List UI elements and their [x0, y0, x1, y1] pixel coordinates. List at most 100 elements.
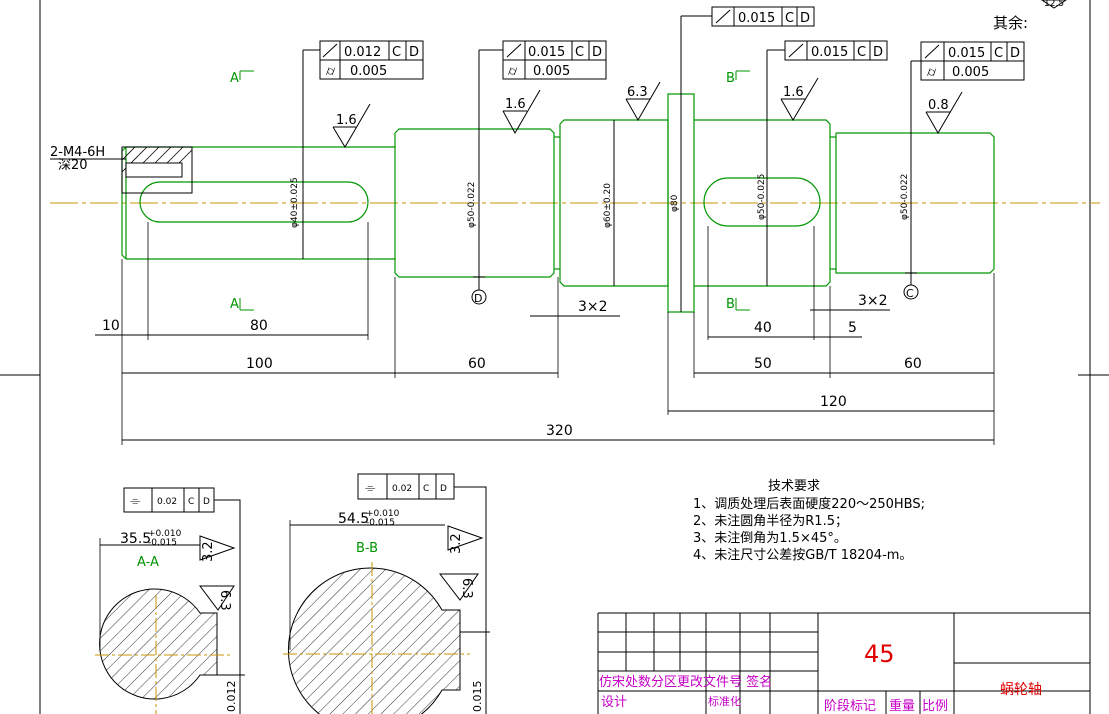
title-block	[597, 612, 1090, 714]
section-b-b: ⌯ 0.02 C D 54.5 +0.010 -0.015 B-B 0.015 …	[283, 473, 490, 714]
svg-text:-0.015: -0.015	[366, 518, 395, 528]
svg-text:54.5: 54.5	[338, 511, 369, 527]
svg-text:0.02: 0.02	[157, 497, 177, 507]
svg-text:0.02: 0.02	[392, 484, 412, 494]
thread-note-line2: 深20	[58, 158, 88, 173]
svg-text:C: C	[857, 45, 866, 60]
dim-120: 120	[820, 394, 847, 410]
svg-text:0.015: 0.015	[811, 45, 848, 60]
tech-title: 技术要求	[768, 479, 820, 494]
section-mark-b-bottom: B	[726, 297, 750, 312]
svg-text:12.5: 12.5	[1044, 0, 1064, 9]
svg-text:C: C	[392, 45, 401, 60]
svg-text:B: B	[726, 71, 735, 86]
datum-d: D	[471, 276, 487, 305]
dim-100: 100	[246, 356, 273, 372]
diameter-label: φ50-0.022	[467, 182, 477, 228]
svg-text:C: C	[423, 484, 429, 494]
svg-text:A: A	[230, 71, 239, 86]
svg-text:⌭: ⌭	[927, 65, 937, 80]
tech-item: 1、调质处理后表面硬度220～250HBS;	[693, 496, 925, 512]
svg-text:B-B: B-B	[356, 541, 378, 556]
svg-text:0.005: 0.005	[533, 64, 570, 79]
svg-text:0.012: 0.012	[225, 681, 238, 713]
svg-text:-0.015: -0.015	[148, 538, 177, 548]
section-a-a: ⌯ 0.02 C D 35.5 +0.010 -0.015 A-A 0.012 …	[95, 487, 245, 714]
svg-text:⌭: ⌭	[508, 64, 518, 79]
svg-text:6.3: 6.3	[217, 590, 232, 611]
svg-text:0.015: 0.015	[948, 46, 985, 61]
dim-chamfer2: 3×2	[858, 293, 888, 309]
diameter-dim-lines	[302, 94, 912, 312]
part-name: 蜗轮轴	[1000, 682, 1042, 698]
svg-text:0.005: 0.005	[952, 65, 989, 80]
svg-text:A: A	[230, 297, 239, 312]
roughness-symbol: 1.6	[780, 77, 819, 121]
weight-label: 重量	[889, 698, 915, 714]
tech-requirements: 技术要求 1、调质处理后表面硬度220～250HBS; 2、未注圆角半径为R1.…	[693, 479, 925, 563]
svg-text:D: D	[474, 292, 482, 305]
roughness-symbol: 0.8	[925, 91, 963, 134]
svg-text:35.5: 35.5	[120, 531, 151, 547]
dim-10: 10	[102, 318, 120, 334]
dimension-lines	[95, 309, 994, 441]
svg-text:⌯: ⌯	[365, 481, 376, 496]
svg-text:C: C	[785, 11, 794, 26]
tech-item: 4、未注尺寸公差按GB/T 18204-m。	[693, 548, 912, 563]
svg-text:B: B	[726, 297, 735, 312]
scale-label: 比例	[922, 699, 948, 714]
svg-text:D: D	[873, 45, 883, 60]
standard-label: 标准化	[708, 694, 741, 708]
title-block-header: 仿宋处数分区更改文件号 签名	[599, 674, 772, 690]
svg-text:C: C	[188, 497, 194, 507]
dim-40: 40	[754, 320, 772, 336]
svg-text:6.3: 6.3	[627, 85, 648, 100]
svg-text:D: D	[592, 45, 602, 60]
svg-text:1.6: 1.6	[783, 85, 804, 100]
svg-text:0.8: 0.8	[928, 98, 949, 113]
diameter-label: φ50-0.022	[900, 174, 910, 220]
svg-text:D: D	[800, 11, 810, 26]
shaft-outline	[121, 93, 995, 313]
svg-text:C: C	[906, 287, 914, 300]
diameter-label: φ60±0.20	[603, 183, 613, 228]
design-label: 设计	[601, 695, 627, 710]
svg-text:A-A: A-A	[137, 555, 159, 570]
svg-text:D: D	[440, 484, 447, 494]
svg-text:3.2: 3.2	[449, 533, 464, 554]
roughness-symbol: 1.6	[332, 103, 371, 148]
svg-text:C: C	[575, 45, 584, 60]
svg-text:D: D	[409, 45, 419, 60]
svg-text:⌭: ⌭	[326, 64, 336, 79]
diameter-label: φ40±0.025	[290, 177, 300, 228]
diameter-label: φ50-0.025	[757, 174, 767, 220]
tech-item: 3、未注倒角为1.5×45°。	[693, 531, 847, 546]
dimension-texts: 10 80 100 60 3×2 40 5 3×2 50 60 120 320	[102, 293, 922, 439]
svg-text:0.015: 0.015	[528, 45, 565, 60]
thread-note-line1: 2-M4-6H	[50, 145, 105, 160]
svg-text:D: D	[203, 497, 210, 507]
dim-320: 320	[546, 423, 573, 439]
tech-item: 2、未注圆角半径为R1.5；	[693, 514, 848, 529]
roughness-symbol: 1.6	[502, 89, 541, 135]
svg-text:⌯: ⌯	[130, 494, 141, 509]
other-roughness-symbol: 12.5	[1041, 0, 1067, 9]
material-text: 45	[864, 640, 895, 668]
svg-text:0.012: 0.012	[344, 45, 381, 60]
svg-text:C: C	[994, 46, 1003, 61]
svg-text:1.6: 1.6	[336, 113, 357, 128]
svg-text:+0.010: +0.010	[148, 529, 182, 539]
dim-80: 80	[250, 318, 268, 334]
section-mark-a-bottom: A	[230, 297, 254, 312]
svg-text:0.005: 0.005	[350, 64, 387, 79]
dim-chamfer1: 3×2	[578, 299, 608, 315]
svg-text:6.3: 6.3	[459, 578, 474, 599]
svg-text:D: D	[1010, 46, 1020, 61]
dim-5: 5	[848, 320, 857, 336]
dim-50: 50	[754, 356, 772, 372]
